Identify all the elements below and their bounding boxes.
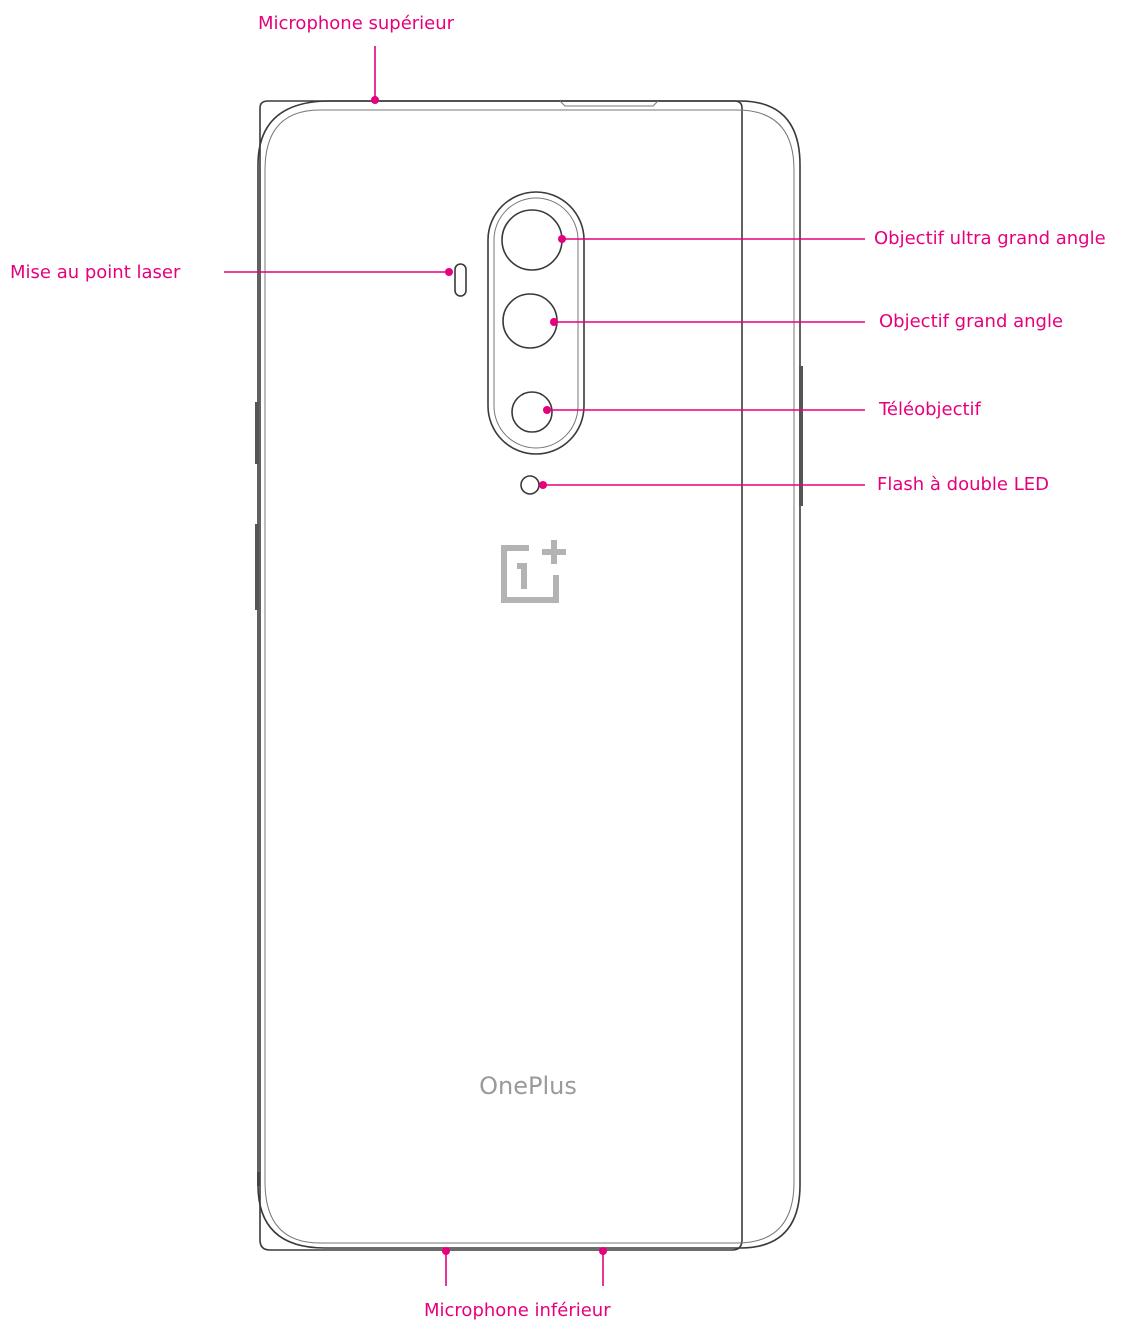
label-wide-lens: Objectif grand angle	[879, 311, 1064, 332]
camera-bump-inner	[493, 197, 579, 449]
callout-flash	[539, 481, 865, 489]
right-power-button	[799, 366, 803, 506]
label-telephoto: Téléobjectif	[879, 399, 981, 420]
callout-dot	[599, 1247, 607, 1255]
callout-dot	[445, 268, 453, 276]
callout-ultra-wide	[558, 235, 865, 243]
ultra-wide-lens-icon	[501, 209, 563, 271]
logo-one	[517, 563, 527, 589]
left-button-lower	[255, 524, 259, 610]
label-ultra-wide-lens: Objectif ultra grand angle	[874, 228, 1106, 249]
top-notch	[559, 100, 659, 107]
callout-dot	[558, 235, 566, 243]
callout-laser-focus	[224, 268, 453, 276]
callout-bottom-microphone-right	[599, 1247, 607, 1286]
callouts	[224, 46, 865, 1286]
telephoto-lens-icon	[511, 391, 553, 433]
callout-wide	[550, 318, 865, 326]
callout-dot	[543, 406, 551, 414]
camera-bump-outer	[487, 191, 585, 455]
phone-back-edge	[257, 100, 801, 1249]
logo-frame	[501, 545, 559, 603]
logo-plus	[542, 540, 566, 564]
callout-dot	[442, 1247, 450, 1255]
oneplus-logo-icon	[501, 540, 566, 603]
label-dual-led-flash: Flash à double LED	[877, 474, 1049, 495]
phone-inner-outline	[264, 109, 795, 1244]
label-bottom-microphone: Microphone inférieur	[424, 1300, 611, 1321]
callout-telephoto	[543, 406, 865, 414]
phone-body	[255, 100, 803, 1251]
phone-outer-outline	[259, 100, 743, 1251]
laser-focus-sensor-icon	[454, 263, 467, 297]
callout-bottom-microphone-left	[442, 1247, 450, 1286]
camera-module	[487, 191, 585, 455]
brand-text: OnePlus	[479, 1072, 577, 1100]
wide-lens-icon	[502, 293, 558, 349]
bottom-left-slot	[257, 1172, 260, 1186]
callout-top-microphone	[371, 46, 379, 104]
callout-dot	[550, 318, 558, 326]
callout-dot	[371, 96, 379, 104]
flash-icon	[520, 475, 540, 495]
callout-dot	[539, 481, 547, 489]
label-top-microphone: Microphone supérieur	[258, 13, 455, 34]
left-button-upper	[255, 402, 259, 464]
label-laser-focus: Mise au point laser	[10, 262, 181, 283]
